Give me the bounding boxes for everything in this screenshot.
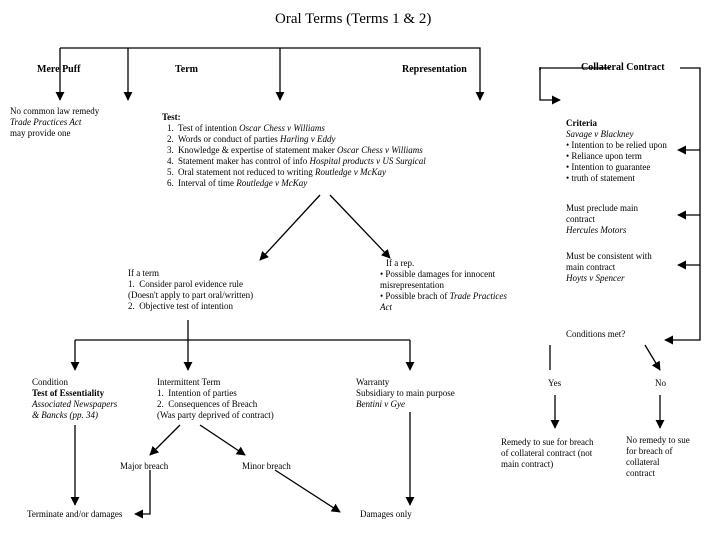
intermittent-box: Intermittent Term 1. Intention of partie…	[157, 377, 274, 421]
yes-result: Remedy to sue for breach of collateral c…	[501, 437, 593, 470]
major-breach-label: Major breach	[120, 461, 169, 471]
if-rep-heading: If a rep.	[386, 258, 415, 268]
node-mere-puff: Mere Puff	[37, 64, 81, 75]
yes-label: Yes	[548, 378, 562, 388]
warranty-case: Bentini v Gye	[356, 399, 405, 409]
if-term-item: 2. Objective test of intention	[128, 301, 233, 311]
yes-result-line: Remedy to sue for breach	[501, 437, 594, 447]
intermittent-item: 1. Intention of parties	[157, 388, 237, 398]
preclude-line: contract	[566, 214, 595, 224]
test-list: Test of intention Oscar Chess v Williams…	[162, 123, 426, 189]
intermittent-heading: Intermittent Term	[157, 377, 221, 387]
puff-note-line: No common law remedy	[10, 106, 100, 116]
arrow-to-preclude	[677, 150, 701, 220]
preclude-line: Must preclude main	[566, 203, 638, 213]
condition-line: & Bancks (pp. 34)	[32, 410, 98, 420]
damages-only-label: Damages only	[360, 509, 412, 519]
minor-breach-label: Minor breach	[242, 461, 291, 471]
warranty-line: Warranty	[356, 377, 390, 387]
test-heading: Test:	[162, 112, 181, 122]
yes-result-line: main contract)	[501, 459, 554, 469]
if-term-item: 1. Consider parol evidence rule	[128, 279, 243, 289]
diagram-title: Oral Terms (Terms 1 & 2)	[275, 11, 432, 27]
condition-box: Condition Test of Essentiality Associate…	[32, 377, 117, 421]
consistent-case: Hoyts v Spencer	[566, 273, 625, 283]
condition-line: Associated Newspapers	[32, 399, 118, 409]
test-item: Test of intention Oscar Chess v Williams	[176, 123, 426, 134]
preclude-box: Must preclude main contract Hercules Mot…	[566, 203, 638, 236]
criteria-item: Intention to guarantee	[566, 162, 667, 173]
arrow-to-consistent	[677, 215, 701, 270]
arrow-to-minor-breach	[199, 424, 246, 456]
test-box: Test: Test of intention Oscar Chess v Wi…	[162, 112, 426, 189]
no-result-line: collateral	[626, 457, 660, 467]
criteria-item: Reliance upon term	[566, 151, 667, 162]
arrow-to-if-rep	[329, 194, 391, 259]
arrow-to-criteria	[539, 68, 561, 105]
node-collateral-contract: Collateral Contract	[581, 62, 665, 73]
puff-note-line: Trade Practices Act	[10, 117, 82, 127]
condition-line: Condition	[32, 377, 69, 387]
no-result: No remedy to sue for breach of collatera…	[626, 435, 690, 479]
arrow-to-major-breach	[149, 424, 181, 456]
warranty-line: Subsidiary to main purpose	[356, 388, 455, 398]
if-rep-item: • Possible damages for innocent misrepre…	[380, 269, 496, 290]
criteria-heading: Criteria	[566, 118, 597, 128]
condition-line: Test of Essentiality	[32, 388, 105, 398]
test-item: Interval of time Routledge v McKay	[176, 178, 426, 189]
arrow-minor-to-damages	[274, 469, 341, 513]
consistent-line: main contract	[566, 262, 616, 272]
if-rep-box: If a rep. • Possible damages for innocen…	[380, 258, 510, 313]
preclude-case: Hercules Motors	[566, 225, 627, 235]
test-item: Knowledge & expertise of statement maker…	[176, 145, 426, 156]
arrow-to-conditions	[664, 265, 701, 345]
if-term-note: (Doesn't apply to part oral/written)	[128, 290, 254, 300]
intermittent-note: (Was party deprived of contract)	[157, 410, 274, 420]
yes-result-line: of collateral contract (not	[501, 448, 593, 458]
puff-note-line: may provide one	[10, 128, 71, 138]
test-item: Words or conduct of parties Harling v Ed…	[176, 134, 426, 145]
criteria-box: Criteria Savage v Blackney Intention to …	[566, 118, 667, 184]
top-branch-line	[60, 47, 485, 101]
if-term-box: If a term 1. Consider parol evidence rul…	[128, 268, 253, 312]
node-representation: Representation	[402, 64, 467, 75]
intermittent-item: 2. Consequences of Breach	[157, 399, 258, 409]
criteria-list: Intention to be relied upon Reliance upo…	[566, 140, 667, 184]
arrow-to-if-term	[259, 194, 321, 261]
if-term-heading: If a term	[128, 268, 159, 278]
terminate-label: Terminate and/or damages	[27, 509, 123, 519]
no-result-line: for breach of	[626, 446, 673, 456]
no-result-line: contract	[626, 468, 655, 478]
if-rep-item: • Possible brach of Trade Practices Act	[380, 291, 507, 312]
consistent-line: Must be consistent with	[566, 251, 652, 261]
arrow-major-to-terminate	[134, 470, 151, 519]
test-item: Statement maker has control of info Hosp…	[176, 156, 426, 167]
criteria-case: Savage v Blackney	[566, 129, 634, 139]
criteria-item: truth of statement	[566, 173, 667, 184]
no-label: No	[655, 378, 666, 388]
no-result-line: No remedy to sue	[626, 435, 690, 445]
conditions-met-label: Conditions met?	[566, 329, 626, 339]
consistent-box: Must be consistent with main contract Ho…	[566, 251, 652, 284]
puff-note: No common law remedy Trade Practices Act…	[10, 106, 99, 139]
arrow-to-right-column	[677, 67, 701, 155]
arrow-to-no	[644, 344, 661, 371]
warranty-box: Warranty Subsidiary to main purpose Bent…	[356, 377, 455, 410]
node-term: Term	[175, 64, 198, 75]
test-item: Oral statement not reduced to writing Ro…	[176, 167, 426, 178]
criteria-item: Intention to be relied upon	[566, 140, 666, 151]
